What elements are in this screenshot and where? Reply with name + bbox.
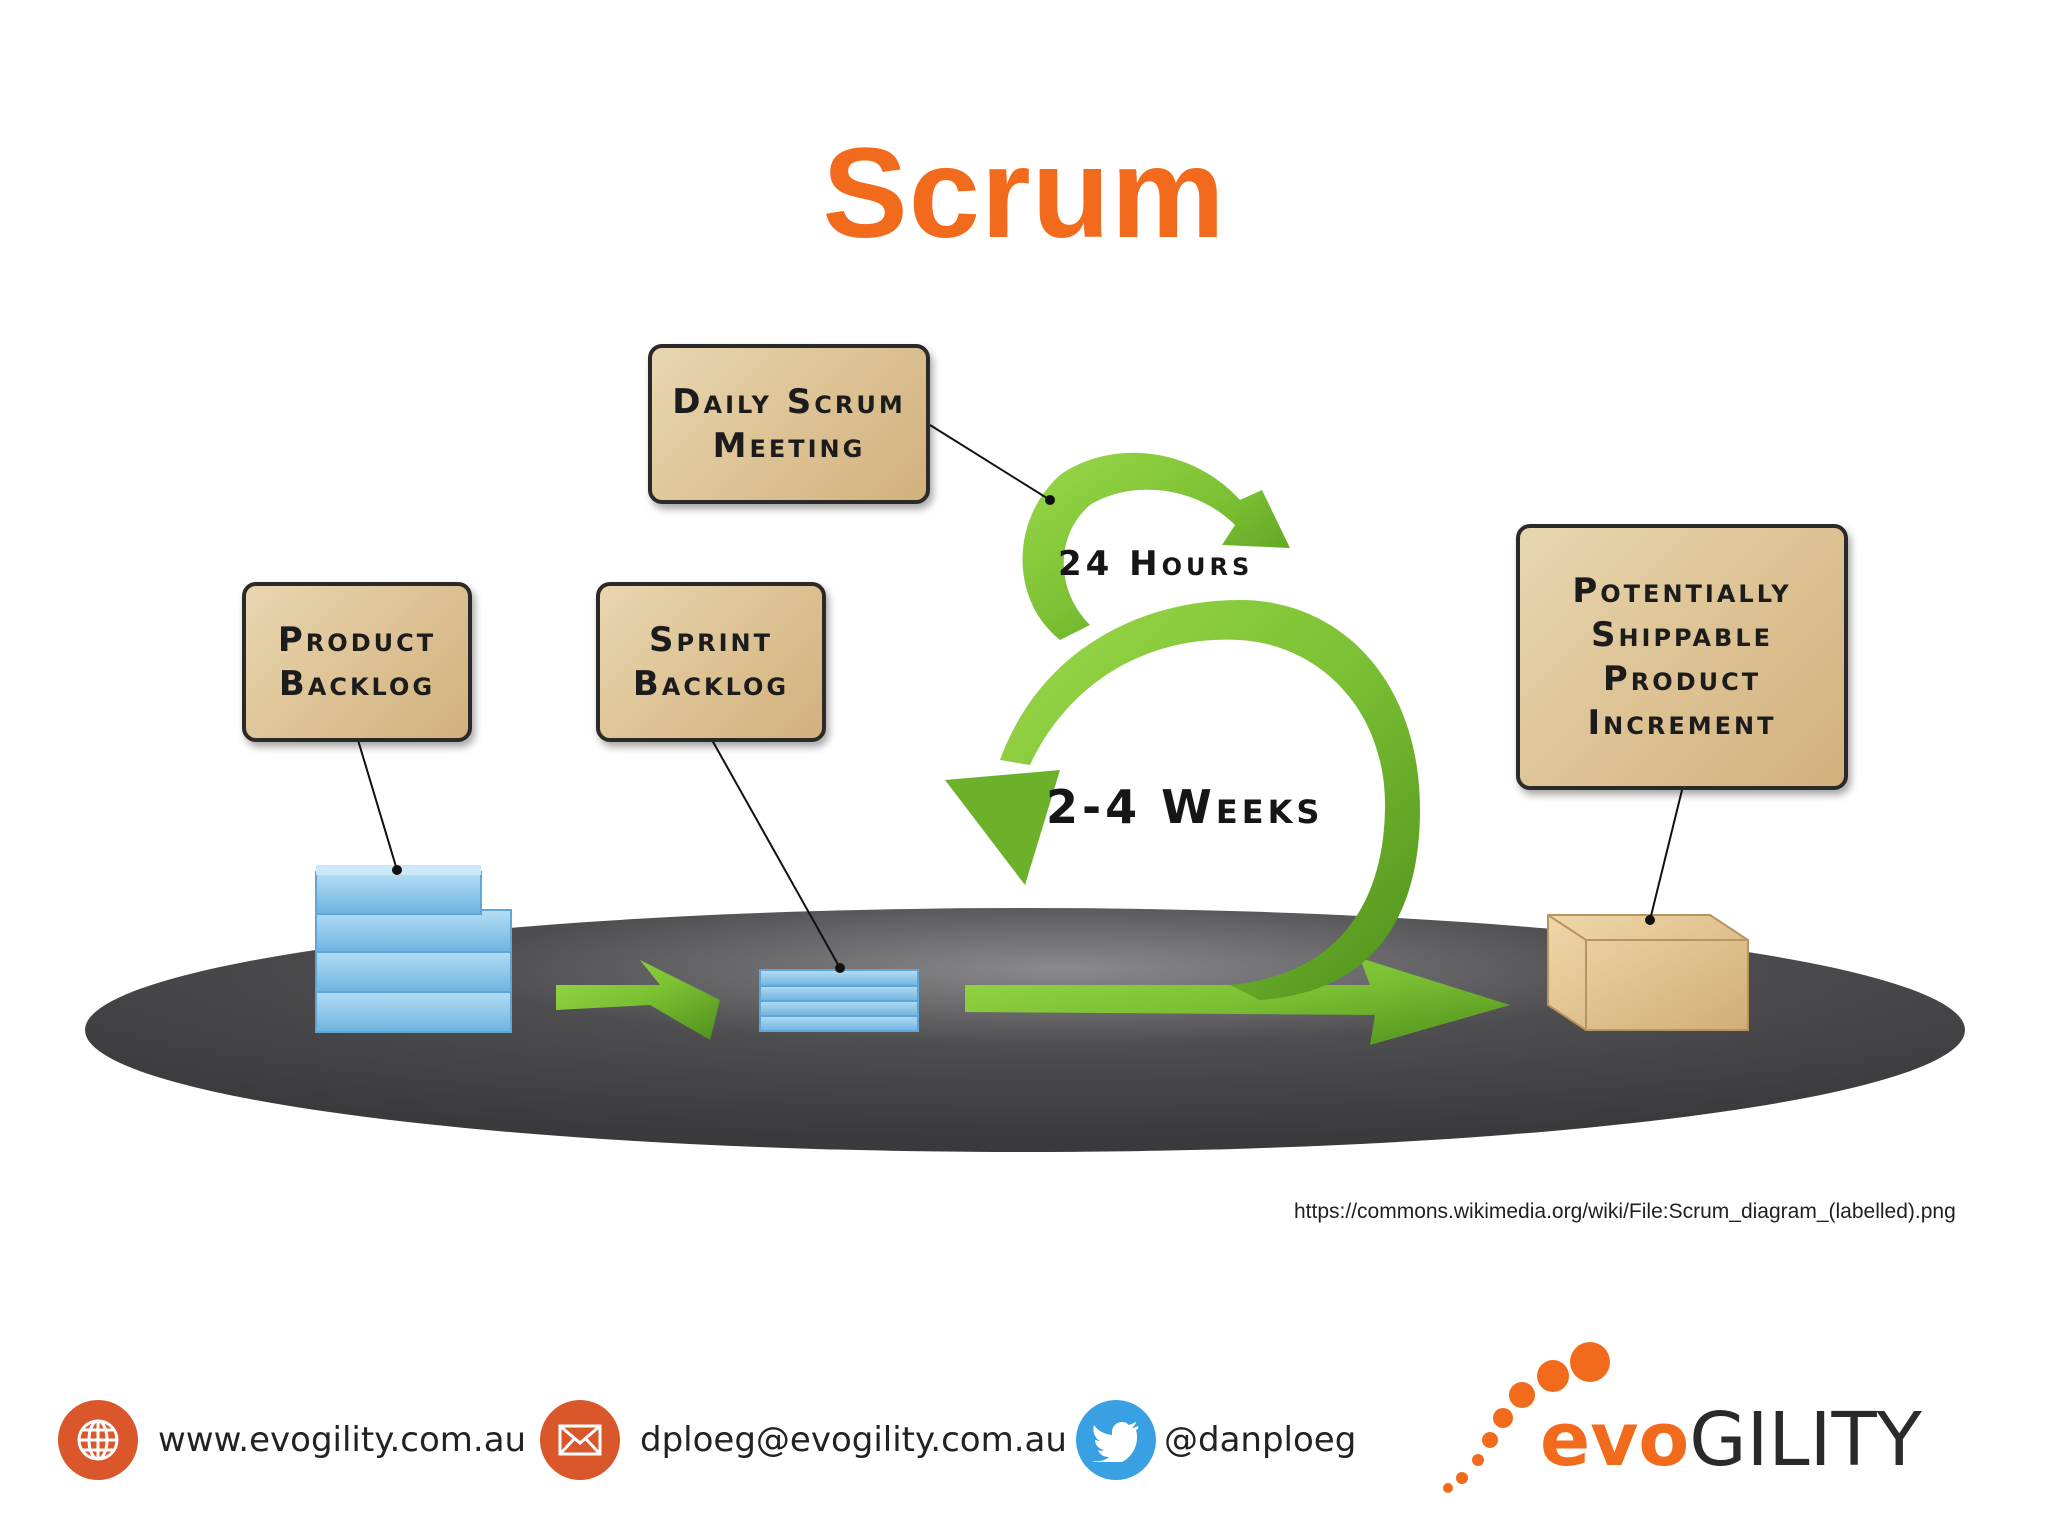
product-backlog-blocks (315, 865, 512, 1033)
evogility-logo: evoGILITY (1440, 1340, 1940, 1500)
sprint-backlog-blocks (759, 969, 919, 1032)
globe-icon (58, 1400, 138, 1480)
logo-wordmark: evoGILITY (1540, 1400, 1922, 1480)
envelope-icon (540, 1400, 620, 1480)
twitter-contact[interactable]: @danploeg (1076, 1400, 1356, 1480)
daily-scrum-label: Daily Scrum Meeting (648, 344, 930, 504)
sprint-backlog-label: Sprint Backlog (596, 582, 826, 742)
website-contact[interactable]: www.evogility.com.au (58, 1400, 526, 1480)
increment-label: Potentially Shippable Product Increment (1516, 524, 1848, 790)
shippable-box (1547, 914, 1749, 1031)
twitter-text: @danploeg (1164, 1420, 1357, 1460)
daily-cycle-arrow (1022, 452, 1290, 640)
logo-evo: evo (1540, 1397, 1690, 1483)
platform-ellipse (85, 908, 1965, 1152)
page-title: Scrum (822, 122, 1226, 265)
flow-arrow-1 (556, 960, 720, 1040)
product-backlog-label: Product Backlog (242, 582, 472, 742)
sprint-cycle-arrow (945, 600, 1510, 1045)
twitter-bird-icon (1076, 1400, 1156, 1480)
logo-dots (1443, 1342, 1610, 1493)
source-url[interactable]: https://commons.wikimedia.org/wiki/File:… (1294, 1200, 1956, 1223)
connector-dots (392, 495, 1655, 973)
website-text: www.evogility.com.au (158, 1420, 527, 1460)
sprint-cycle-label: 2-4 Weeks (1046, 780, 1324, 834)
email-contact[interactable]: dploeg@evogility.com.au (540, 1400, 1067, 1480)
connector-lines (357, 424, 1683, 969)
email-text: dploeg@evogility.com.au (640, 1420, 1067, 1460)
logo-gility: GILITY (1689, 1397, 1922, 1483)
daily-cycle-label: 24 Hours (1058, 544, 1254, 584)
